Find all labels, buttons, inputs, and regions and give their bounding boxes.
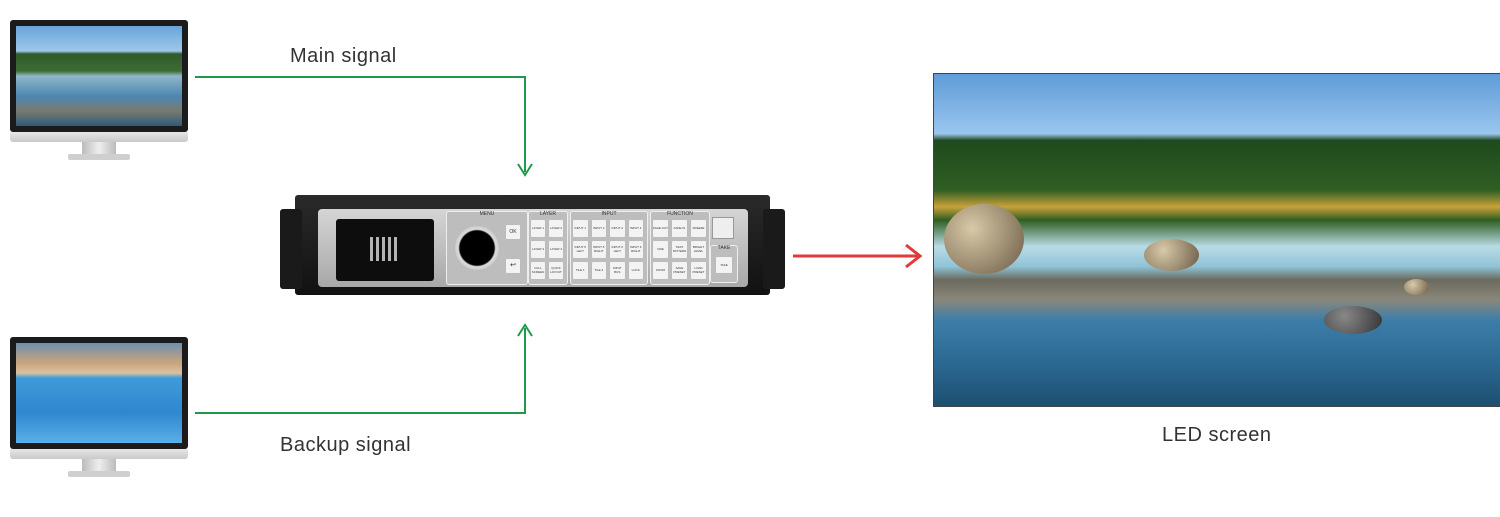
backup-signal-line [195,328,526,414]
main-signal-label: Main signal [290,45,397,67]
input-section-label: INPUT [601,211,617,217]
panel-button[interactable]: QUICK LAYOUT [548,261,564,280]
display-screen [336,219,434,281]
panel-button[interactable]: BRIGHT LEVEL [690,240,707,259]
led-screen [933,73,1500,407]
monitor-screen [16,343,182,443]
panel-button[interactable]: FULL SCREEN [530,261,546,280]
menu-knob[interactable] [455,226,499,270]
panel-button[interactable]: LOCK [627,261,644,280]
panel-button[interactable]: LOAD PRESET [690,261,707,280]
video-processor: MENU OK ↩ LAYER INPUT FUNCTION TAKE TAKE… [280,195,785,302]
take-section-label: TAKE [717,245,731,251]
layer-section-label: LAYER [539,211,557,217]
monitor-screen [16,26,182,126]
panel-button[interactable]: FREEZE [690,219,707,238]
backup-signal-arrowhead [517,323,533,337]
main-signal-arrowhead [517,163,533,177]
logo-badge [712,217,734,239]
logo-icon [370,237,400,261]
panel-button[interactable]: ODE [652,240,669,259]
main-signal-line [195,76,526,172]
panel-button[interactable]: INPUT 1 [572,219,589,238]
take-button[interactable]: TAKE [715,256,733,274]
back-button[interactable]: ↩ [505,258,521,274]
panel-button[interactable]: TILE 1 [572,261,589,280]
panel-button[interactable]: INPUT 5 LEFT [572,240,589,259]
panel-button[interactable]: TILE 2 [590,261,607,280]
panel-button[interactable]: LAYER 1 [530,219,546,238]
panel-button[interactable]: INPUT 6 LEFT [609,240,626,259]
backup-signal-label: Backup signal [280,434,412,456]
rock [1404,279,1429,295]
rock [944,204,1024,274]
panel-button[interactable]: ZOOM [652,261,669,280]
front-panel: MENU OK ↩ LAYER INPUT FUNCTION TAKE TAKE… [318,209,748,287]
rock [1324,306,1382,334]
panel-button[interactable]: INPUT 3 [609,219,626,238]
panel-button[interactable]: INPUT 2 [590,219,607,238]
panel-button[interactable]: INPUT 4 [627,219,644,238]
function-section-label: FUNCTION [667,211,693,217]
panel-button[interactable]: FADE OUT [652,219,669,238]
rock [1144,239,1199,271]
panel-button[interactable]: INPUT 6 RIGHT [627,240,644,259]
panel-button[interactable]: SAVE PRESET [671,261,688,280]
panel-button[interactable]: INPUT BUS [609,261,626,280]
panel-button[interactable]: FADE IN [671,219,688,238]
output-arrowhead [905,243,923,269]
ok-button[interactable]: OK [505,224,521,240]
panel-button[interactable]: TEST PATTERN [671,240,688,259]
led-screen-label: LED screen [1162,424,1272,446]
panel-button[interactable]: INPUT 5 RIGHT [590,240,607,259]
panel-button[interactable]: LAYER 2 [548,219,564,238]
panel-button[interactable]: LAYER 3 [530,240,546,259]
menu-section-label: MENU [479,211,495,217]
panel-button[interactable]: LAYER 4 [548,240,564,259]
